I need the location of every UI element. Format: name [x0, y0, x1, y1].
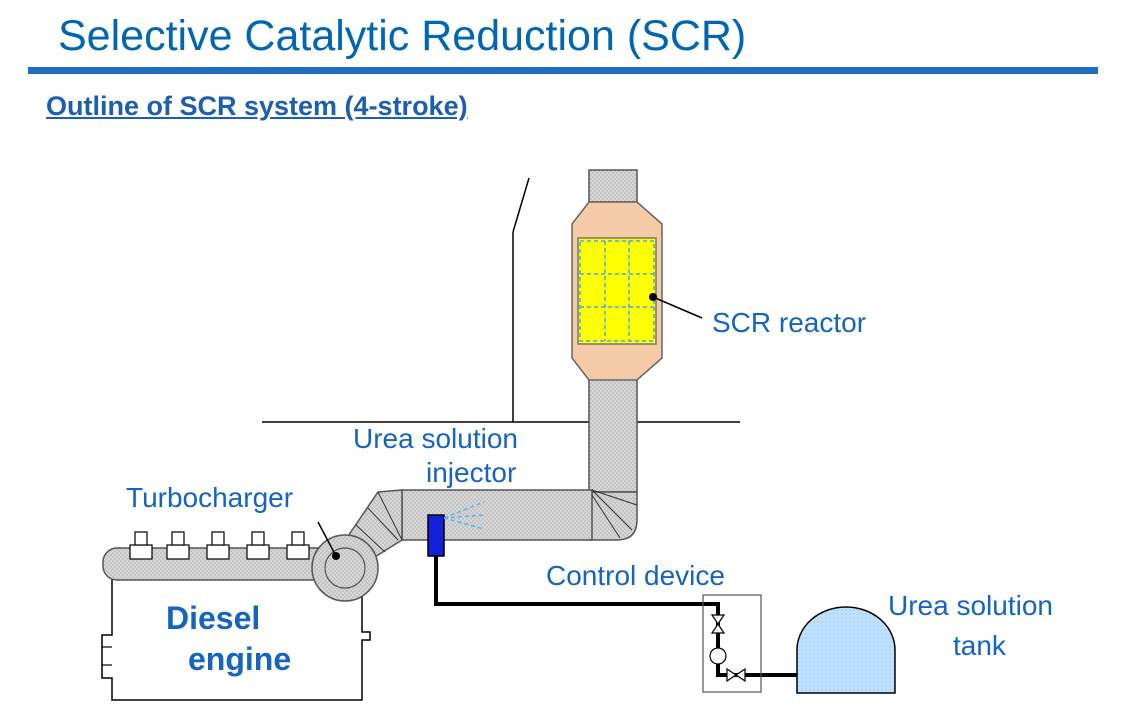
turbocharger — [311, 521, 379, 602]
label-tank-line1: Urea solution — [888, 590, 1053, 621]
label-control-device: Control device — [546, 560, 725, 591]
elbow-segment-line — [591, 489, 638, 506]
label-engine-line1: Diesel — [166, 600, 260, 636]
label-engine-line2: engine — [188, 641, 291, 677]
exhaust-duct — [341, 357, 638, 566]
injector-body — [427, 514, 445, 557]
cylinder-heads — [129, 531, 310, 560]
label-injector-line1: Urea solution — [353, 423, 518, 454]
elbow-segment-line — [591, 494, 621, 539]
label-turbocharger: Turbocharger — [126, 482, 293, 513]
spray-lines — [443, 501, 485, 530]
exhaust-elbow — [588, 491, 638, 541]
turbocharger-leader-line — [317, 521, 337, 557]
title-rule — [28, 67, 1098, 74]
label-tank-line2: tank — [953, 630, 1007, 661]
turbocharger-hub — [324, 547, 366, 589]
ship-funnel-line — [512, 177, 530, 233]
control-device-box — [702, 594, 762, 693]
scr-reactor — [571, 169, 703, 381]
control-device — [702, 594, 762, 693]
turbocharger-housing — [311, 534, 379, 602]
bend-segment-line — [367, 507, 399, 541]
bend-segment-line — [355, 524, 386, 553]
bend-segment-line — [377, 491, 403, 541]
page-subtitle: Outline of SCR system (4-stroke) — [46, 91, 468, 121]
pump-icon — [709, 647, 727, 665]
valve-lower-icon — [726, 667, 746, 683]
page-title: Selective Catalytic Reduction (SCR) — [58, 12, 747, 60]
label-scr-reactor: SCR reactor — [712, 307, 866, 338]
catalyst-block — [577, 237, 657, 345]
engine-block — [101, 574, 371, 701]
catalyst-grid — [579, 240, 655, 342]
ship-outline — [262, 177, 740, 423]
elbow-segment-line — [591, 489, 633, 531]
reactor-leader-line — [652, 296, 703, 319]
label-injector-line2: injector — [426, 457, 516, 488]
urea-tank — [796, 606, 896, 694]
diesel-engine — [101, 531, 371, 701]
valve-upper-icon — [710, 614, 726, 634]
reactor-top-stack — [588, 169, 638, 203]
